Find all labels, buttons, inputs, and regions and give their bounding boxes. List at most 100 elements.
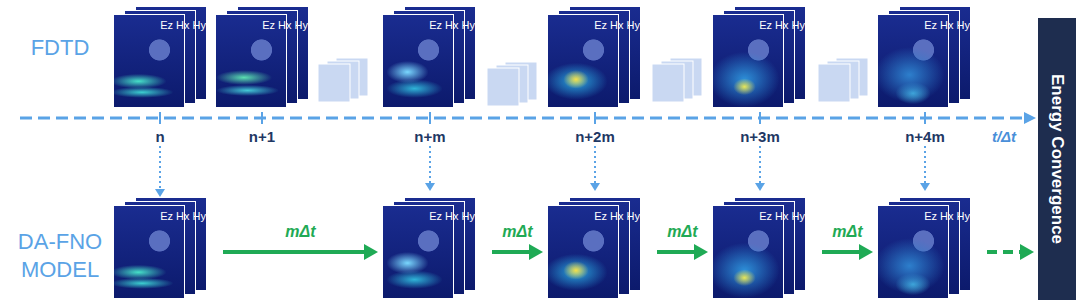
arrow-line [223,250,366,254]
tick-label: n [155,128,164,145]
axis-ticks [160,112,925,124]
field-name: Ez [759,19,772,31]
field-name: Ez [160,210,173,222]
field-sheet [215,14,287,108]
field-name: Hy [193,19,206,31]
result-text: Energy Convergence [1047,74,1067,244]
field-name: Ez [429,19,442,31]
field-name: Hx [278,19,291,31]
field-sheet [547,14,619,108]
step-arrow [987,244,1034,260]
field-names: EzHx Hy [924,210,970,222]
field-sheet [382,205,454,299]
field-sheet [877,205,949,299]
field-sheet [877,14,949,108]
arrow-head [364,244,378,260]
arrow-head [859,244,873,260]
field-sheet [712,14,784,108]
tick-label: n+4m [905,128,945,145]
field-names: EzHx Hy [429,19,475,31]
field-name: Hx [610,19,623,31]
field-name: Hy [462,19,475,31]
field-name: Ez [160,19,173,31]
step-arrow [223,244,378,260]
field-name: Hy [627,210,640,222]
field-name: Hx [176,210,189,222]
field-name: Ez [429,210,442,222]
field-stack: EzHx Hy [113,6,209,110]
tick-label: n+m [414,128,445,145]
arrow-line [987,250,1022,254]
field-name: Hx [445,210,458,222]
field-sheet [113,205,185,299]
field-stack: EzHx Hy [547,197,643,301]
step-arrow [822,244,873,260]
field-stack: EzHxHy [113,197,209,301]
step-arrow [492,244,543,260]
field-name: Hx [775,210,788,222]
field-stack: EzHx Hy [382,6,478,110]
step-label: mΔt [667,223,697,241]
axis-head [1024,112,1036,124]
field-name: Ez [262,19,275,31]
field-names: EzHx Hy [924,19,970,31]
field-sheet [547,205,619,299]
field-stack: EzHx Hy [712,6,808,110]
field-names: EzHx Hy [759,210,805,222]
field-name: Ez [594,19,607,31]
field-names: EzHx Hy [594,210,640,222]
field-name: Hy [462,210,475,222]
time-axis [20,117,1026,120]
axis-label: t/Δt [992,128,1016,145]
field-names: EzHxHy [160,210,206,222]
result-bar: Energy Convergence [1038,18,1076,300]
arrow-line [822,250,861,254]
projection-heads [155,183,930,197]
field-sheet [113,14,185,108]
field-name: Ez [594,210,607,222]
field-names: EzHx Hy [262,19,308,31]
arrow-head [694,244,708,260]
arrow-line [492,250,531,254]
field-name: Hx [775,19,788,31]
field-name: Hx [610,210,623,222]
step-label: mΔt [502,223,532,241]
tick-label: n+2m [575,128,615,145]
field-stack: EzHx Hy [877,6,973,110]
field-name: Hy [957,19,970,31]
field-name: Hy [295,19,308,31]
field-name: Hx [176,19,189,31]
field-name: Ez [759,210,772,222]
field-sheet [382,14,454,108]
step-label: mΔt [832,223,862,241]
field-names: EzHx Hy [594,19,640,31]
arrow-head [1020,244,1034,260]
field-names: EzHx Hy [759,19,805,31]
step-arrow [657,244,708,260]
row-title: FDTD [31,35,90,61]
field-name: Hy [792,19,805,31]
tick-label: n+1 [249,128,275,145]
arrow-head [529,244,543,260]
projection-arrows [160,146,925,190]
field-name: Hx [940,19,953,31]
row-title: DA-FNO MODEL [10,228,110,284]
arrow-line [657,250,696,254]
field-names: EzHx Hy [429,210,475,222]
field-name: Hx [445,19,458,31]
field-name: Ez [924,19,937,31]
tick-label: n+3m [740,128,780,145]
step-label: mΔt [285,223,315,241]
field-name: Hy [792,210,805,222]
field-stack: EzHx Hy [877,197,973,301]
field-names: EzHx Hy [160,19,206,31]
field-stack: EzHx Hy [382,197,478,301]
field-stack: EzHx Hy [547,6,643,110]
field-name: Hy [957,210,970,222]
field-name: Ez [924,210,937,222]
field-stack: EzHx Hy [712,197,808,301]
field-sheet [712,205,784,299]
field-name: Hx [940,210,953,222]
field-name: Hy [627,19,640,31]
field-stack: EzHx Hy [215,6,311,110]
